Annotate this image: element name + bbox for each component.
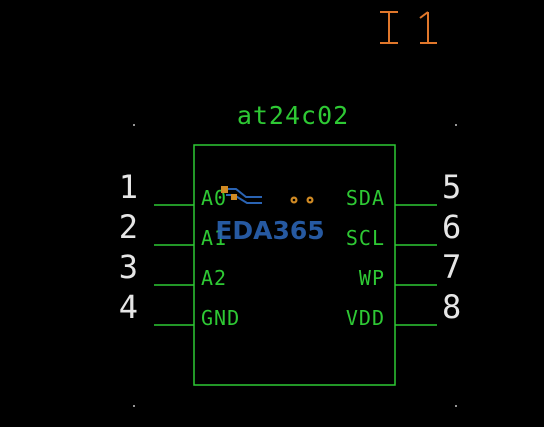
pin-5-name: SDA — [346, 186, 385, 210]
part-name[interactable]: at24c02 — [237, 101, 349, 130]
eda365-watermark: EDA365 — [215, 216, 324, 245]
designator-label[interactable] — [380, 11, 437, 44]
logo-trace-icon — [226, 188, 262, 204]
pin-2-number: 2 — [119, 208, 138, 246]
pin-5-number: 5 — [442, 168, 461, 206]
pin-7-number: 7 — [442, 248, 461, 286]
pin-6-number: 6 — [442, 208, 461, 246]
eda365-logo: EDA365 — [215, 186, 325, 245]
pin-6-name: SCL — [346, 226, 385, 250]
ic-body-outline[interactable] — [193, 144, 396, 386]
pin-7-name: WP — [359, 266, 385, 290]
grid-dot — [133, 124, 135, 126]
pin-8-name: VDD — [346, 306, 385, 330]
pin-4-number: 4 — [119, 288, 138, 326]
pin-4-name: GND — [201, 306, 240, 330]
pin-1-number: 1 — [119, 168, 138, 206]
pin-3-name: A2 — [201, 266, 227, 290]
grid-dot — [455, 124, 457, 126]
grid-dot — [133, 405, 135, 407]
logo-pad-hole — [308, 198, 312, 202]
pin-2-name: A1 — [201, 226, 227, 250]
logo-pad-hole — [292, 198, 296, 202]
grid-dot — [455, 405, 457, 407]
pin-3-number: 3 — [119, 248, 138, 286]
pin-8-number: 8 — [442, 288, 461, 326]
